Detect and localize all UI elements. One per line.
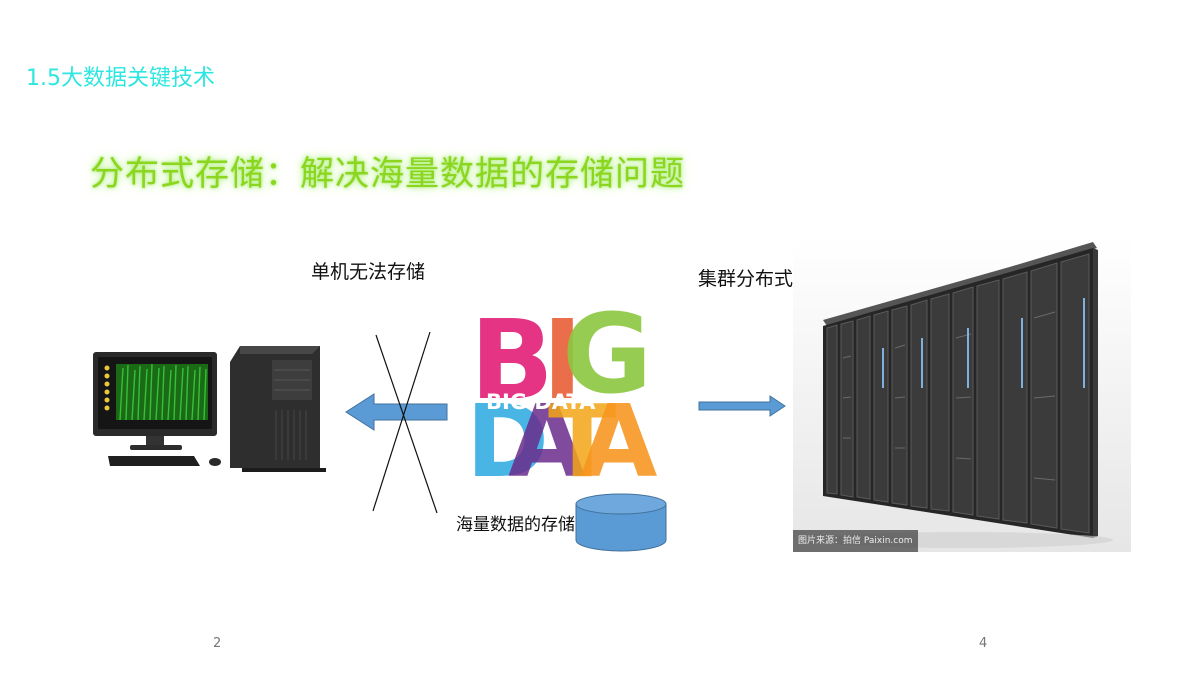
logo-letter-b: B [470,296,554,424]
monitor-base [130,445,182,450]
storage-cylinder-icon [575,493,667,552]
single-machine-label: 单机无法存储 [311,261,426,283]
server-cluster-image [793,238,1131,552]
left-arrow [345,393,448,431]
desktop-computer-image [93,346,326,472]
right-arrow [698,395,786,417]
big-data-logo: B I G D A T A BIG DATA [466,290,657,500]
keyboard [108,456,200,466]
section-title: 1.5大数据关键技术 [26,66,215,91]
page-number-right: 4 [979,636,988,651]
screen-icons [104,365,110,411]
logo-big-data-text: BIG DATA [486,390,596,414]
logo-letter-d: D [466,383,549,500]
page-number-left: 2 [213,636,222,651]
logo-letter-a1: A [508,383,585,500]
logo-letter-a2: A [580,383,657,500]
headline: 分布式存储：解决海量数据的存储问题 [90,154,685,194]
logo-letter-i: I [542,296,583,424]
mouse [209,458,221,466]
monitor-neck [146,436,164,446]
rack-vents [842,311,1056,481]
rack-status-lights [882,298,1085,388]
logo-letter-g: G [562,290,652,418]
logo-letter-t: T [548,383,616,500]
cross-mark [372,331,438,514]
screen-grass [116,363,208,421]
image-watermark: 图片来源：拍信 Paixin.com [793,530,918,552]
mass-storage-label: 海量数据的存储 [456,515,575,535]
